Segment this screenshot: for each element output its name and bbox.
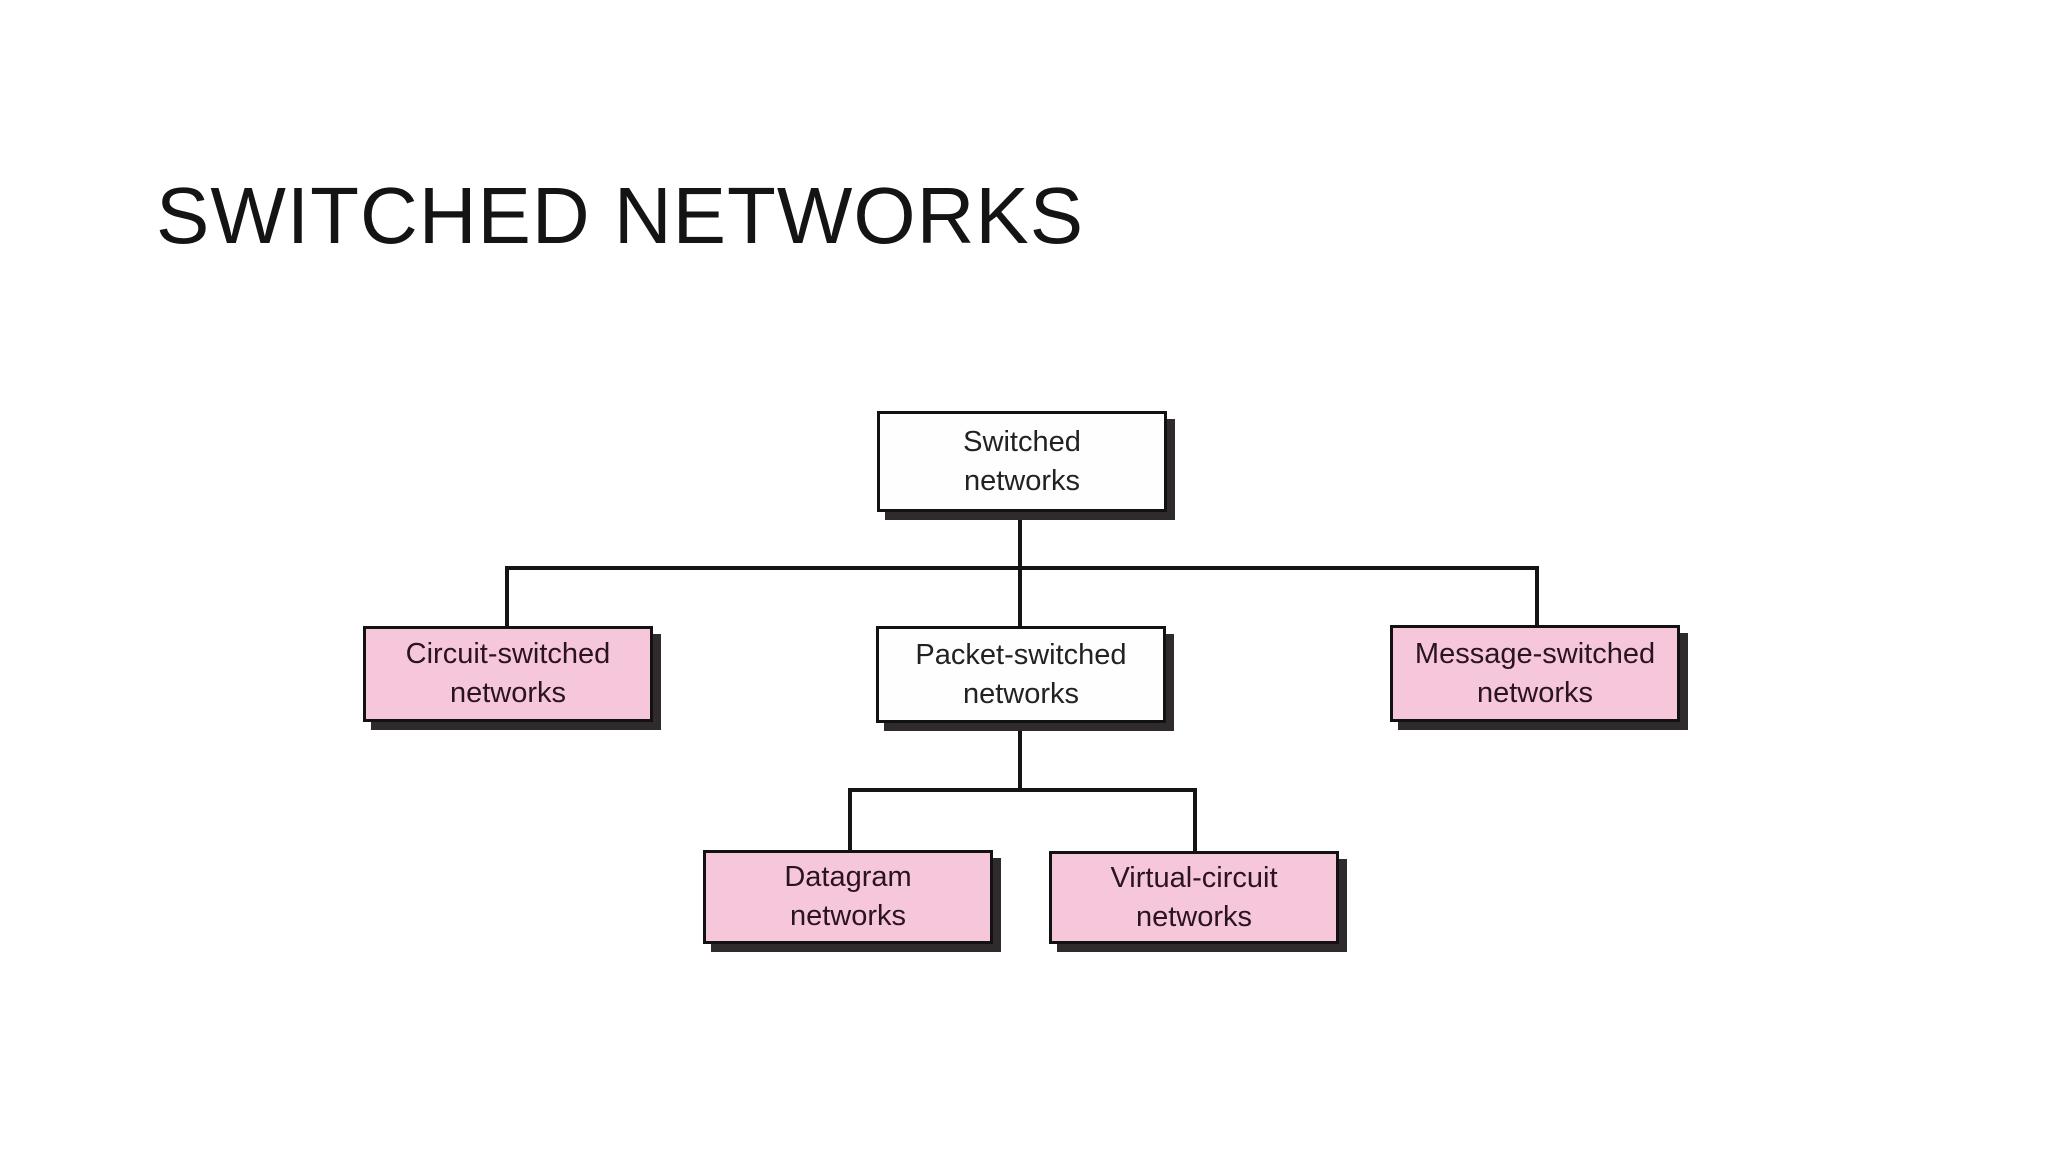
connector-level2-horizontal <box>505 566 1539 570</box>
node-label-line2: networks <box>962 677 1080 710</box>
node-label-line2: networks <box>789 900 907 932</box>
node-packet-switched-networks: Packet-switched networks <box>876 626 1166 723</box>
node-label-line1: Datagram <box>784 861 912 893</box>
page-title: SWITCHED NETWORKS <box>156 170 1085 260</box>
node-label-line2: networks <box>449 677 567 709</box>
node-label-line2: networks <box>963 464 1081 497</box>
node-label-line2: networks <box>1135 900 1253 933</box>
node-virtual-circuit-networks: Virtual-circuit networks <box>1049 851 1339 944</box>
node-label-line2: networks <box>1476 676 1594 709</box>
node-label-line1: Virtual-circuit <box>1110 861 1278 894</box>
connector-drop-message <box>1535 566 1539 625</box>
connector-drop-virtual <box>1193 788 1197 851</box>
connector-drop-circuit <box>505 566 509 626</box>
connector-packet-to-level3 <box>1018 723 1022 790</box>
node-datagram-networks: Datagram networks <box>703 850 993 944</box>
node-label-line1: Circuit-switched <box>405 638 611 670</box>
connector-level3-horizontal <box>848 788 1197 792</box>
node-label-line1: Switched <box>963 425 1081 458</box>
node-switched-networks: Switched networks <box>877 411 1167 512</box>
node-label-line1: Packet-switched <box>915 638 1127 671</box>
connector-drop-datagram <box>848 788 852 850</box>
node-message-switched-networks: Message-switched networks <box>1390 625 1680 722</box>
node-label-line1: Message-switched <box>1414 637 1656 670</box>
node-circuit-switched-networks: Circuit-switched networks <box>363 626 653 722</box>
